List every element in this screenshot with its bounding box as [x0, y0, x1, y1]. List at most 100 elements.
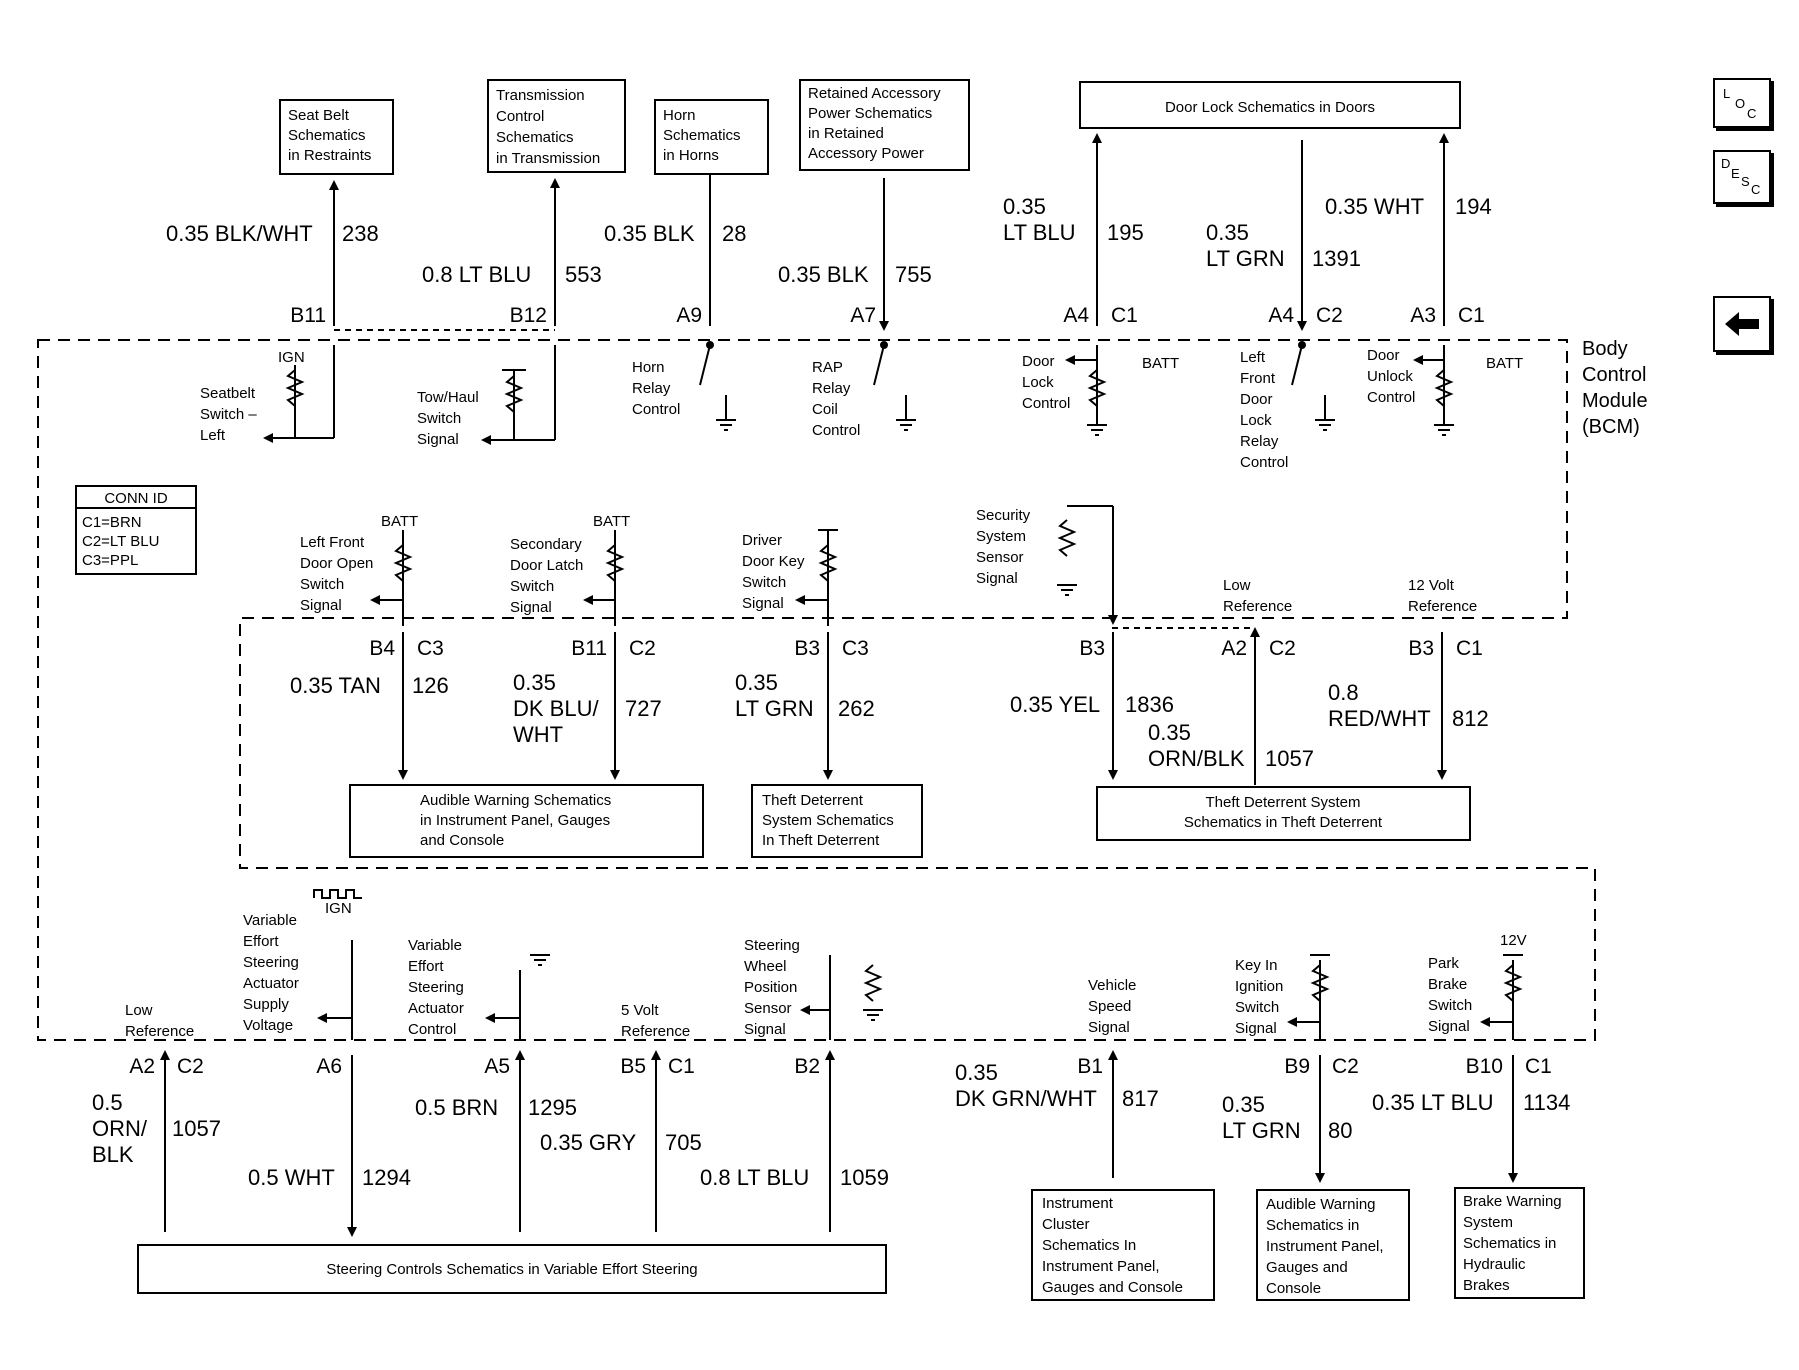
loc-c: C	[1747, 106, 1757, 121]
supply-ign: IGN	[278, 349, 305, 366]
wire-circuit-a4c1: 195	[1107, 220, 1144, 245]
pin-a3c1: A3	[1410, 304, 1436, 327]
conn-a4c2: C2	[1316, 304, 1343, 327]
audible1-box	[349, 784, 704, 858]
mid-pin-a2c2: A2	[1221, 637, 1247, 660]
horn-box	[654, 99, 769, 175]
mid-circuit-b11c2: 727	[625, 696, 662, 721]
pin-a9: A9	[676, 304, 702, 327]
desc-button[interactable]: D E S C	[1713, 150, 1771, 204]
wire-circuit-a9: 28	[722, 221, 746, 246]
theft2-box	[1096, 786, 1471, 841]
mid-conn-b11c2: C2	[629, 637, 656, 660]
bot-color-b5c1: 0.35 GRY	[540, 1130, 637, 1155]
conn-id-title: CONN ID	[104, 490, 168, 507]
bot-conn-b10c1: C1	[1525, 1055, 1552, 1078]
steering-box	[137, 1244, 887, 1294]
pin-a7: A7	[850, 304, 876, 327]
pin-a4c2: A4	[1268, 304, 1294, 327]
mid-circuit-b4c3: 126	[412, 673, 449, 698]
bot-pin-a2c2b: A2	[129, 1055, 155, 1078]
mid-pin-b11c2: B11	[571, 637, 607, 660]
bot-circuit-a5: 1295	[528, 1095, 577, 1120]
mid-pin-b4c3: B4	[369, 637, 395, 660]
wire-color-a3c1: 0.35 WHT	[1325, 194, 1424, 219]
bot-color-b10c1: 0.35 LT BLU	[1372, 1090, 1493, 1115]
desc-c: C	[1751, 182, 1761, 197]
wire-circuit-a3c1: 194	[1455, 194, 1492, 219]
left-arrow-icon	[1725, 312, 1759, 336]
supply-batt-4: BATT	[593, 513, 630, 530]
desc-d: D	[1721, 156, 1731, 171]
bcm-outline-top	[37, 339, 1596, 1041]
supply-batt-2: BATT	[1486, 355, 1523, 372]
rap-box	[799, 79, 970, 171]
audible2-box	[1256, 1189, 1410, 1301]
back-button[interactable]	[1713, 296, 1771, 352]
bot-pin-b2: B2	[794, 1055, 820, 1078]
mid-color-b3-1836: 0.35 YEL	[1010, 692, 1100, 717]
wire-color-b11: 0.35 BLK/WHT	[166, 221, 313, 246]
conn-a3c1: C1	[1458, 304, 1485, 327]
conn-a4c1: C1	[1111, 304, 1138, 327]
loc-button[interactable]: L O C	[1713, 78, 1771, 128]
desc-e: E	[1731, 166, 1740, 181]
supply-batt-1: BATT	[1142, 355, 1179, 372]
mid-pin-b3c1: B3	[1408, 637, 1434, 660]
mid-conn-b4c3: C3	[417, 637, 444, 660]
wire-circuit-a7: 755	[895, 262, 932, 287]
seatbelt-box	[279, 99, 394, 175]
mid-circuit-b3c1: 812	[1452, 706, 1489, 731]
bot-circuit-a6: 1294	[362, 1165, 411, 1190]
pin-b12: B12	[510, 304, 547, 327]
wire-color-a7: 0.35 BLK	[778, 262, 869, 287]
cluster-box	[1031, 1189, 1215, 1301]
pin-b11: B11	[290, 304, 326, 327]
bot-conn-b5c1: C1	[668, 1055, 695, 1078]
mid-pin-b3-1836: B3	[1079, 637, 1105, 660]
pin-a4c1: A4	[1063, 304, 1089, 327]
bot-circuit-b1: 817	[1122, 1086, 1159, 1111]
mid-conn-b3c1: C1	[1456, 637, 1483, 660]
bot-pin-b5c1: B5	[620, 1055, 646, 1078]
loc-l: L	[1723, 86, 1731, 101]
bot-color-a5: 0.5 BRN	[415, 1095, 498, 1120]
bot-pin-a6: A6	[316, 1055, 342, 1078]
brake-box	[1454, 1187, 1585, 1299]
bot-pin-a5: A5	[484, 1055, 510, 1078]
